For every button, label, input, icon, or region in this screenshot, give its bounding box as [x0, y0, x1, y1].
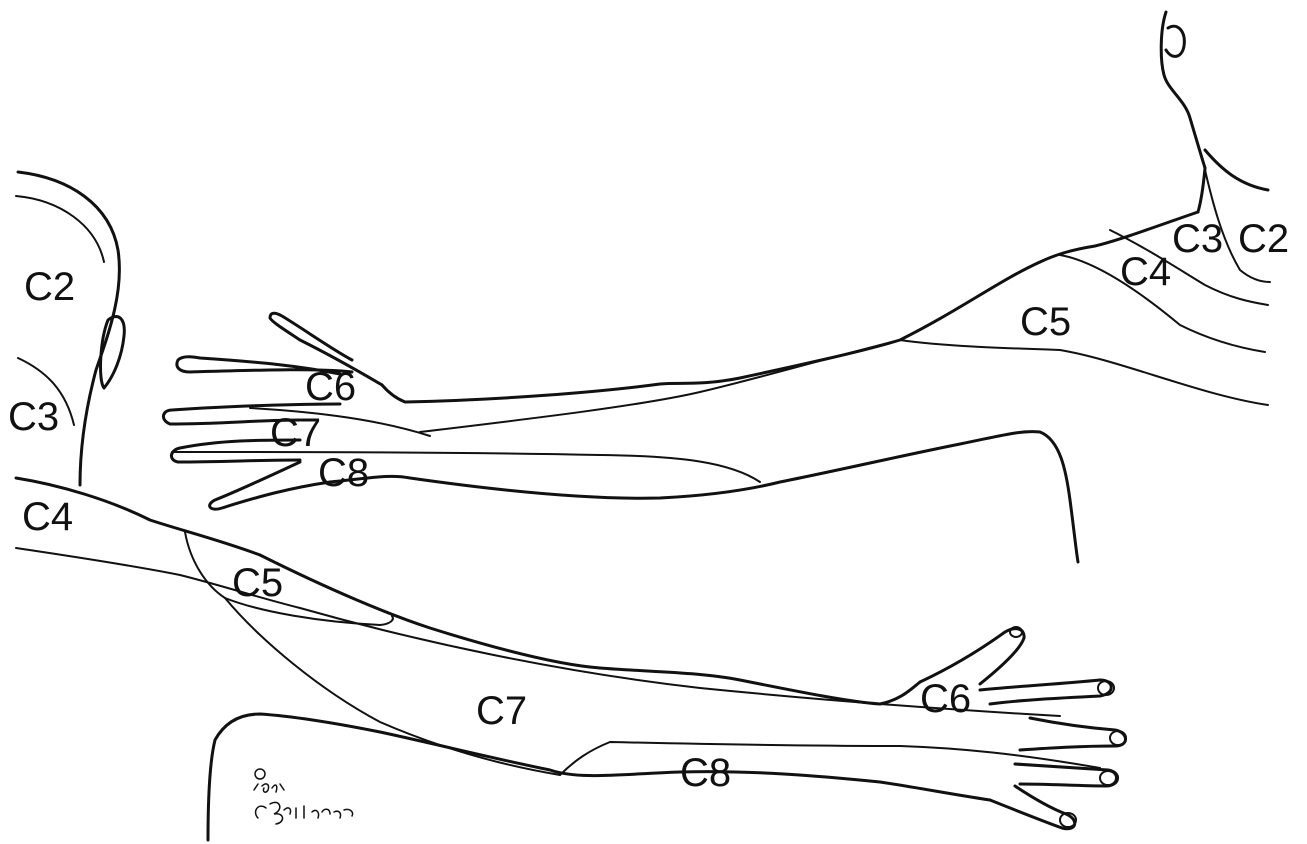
label-left-c4: C4: [22, 495, 73, 539]
lower-arm-outline: [16, 478, 1126, 840]
label-upper-arm-c8: C8: [318, 451, 369, 495]
label-lower-arm-c7: C7: [476, 689, 527, 733]
label-lower-arm-c6: C6: [920, 677, 971, 721]
label-right-c3: C3: [1172, 217, 1223, 261]
label-right-c2: C2: [1238, 217, 1289, 261]
label-left-c2: C2: [24, 265, 75, 309]
artist-signature: [254, 769, 353, 824]
label-left-c3: C3: [8, 395, 59, 439]
fingernails: [1010, 627, 1126, 827]
label-right-c5: C5: [1020, 300, 1071, 344]
label-upper-arm-c7: C7: [270, 411, 321, 455]
label-right-c4: C4: [1120, 250, 1171, 294]
right-head-outline: [1161, 12, 1268, 212]
label-lower-arm-c8: C8: [680, 751, 731, 795]
label-lower-arm-c5: C5: [232, 561, 283, 605]
label-upper-arm-c6: C6: [305, 365, 356, 409]
